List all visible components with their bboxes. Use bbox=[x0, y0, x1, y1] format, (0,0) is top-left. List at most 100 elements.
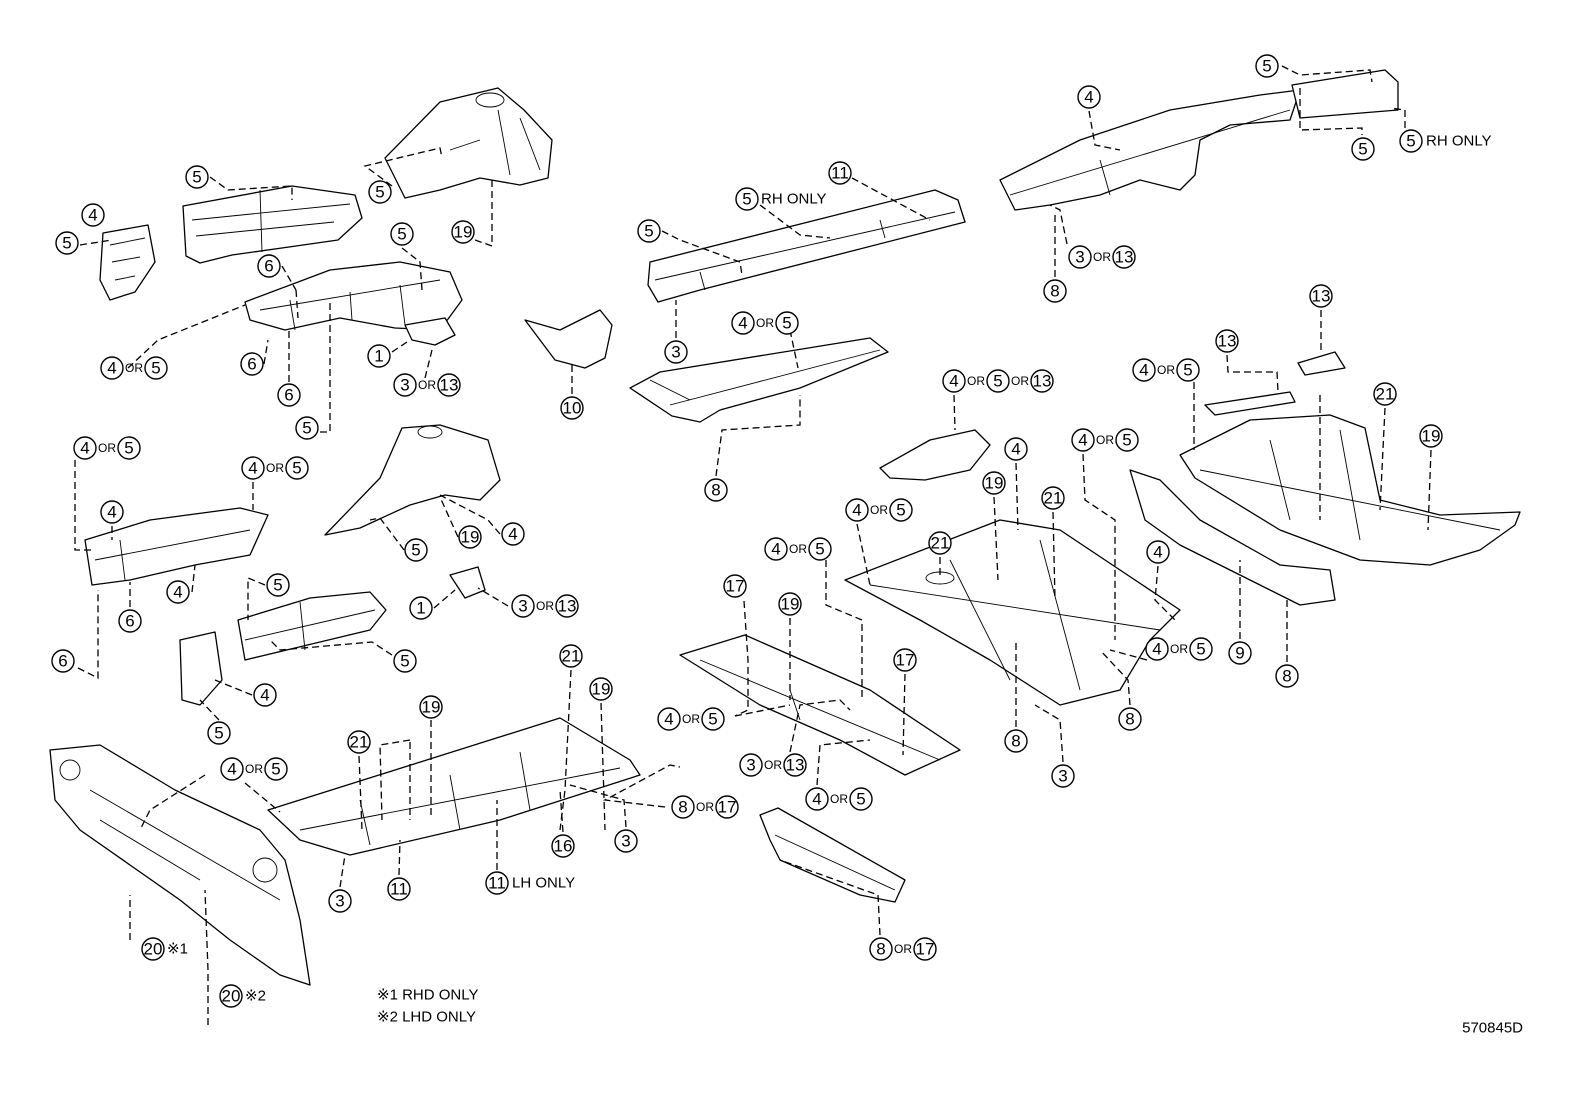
callout-21: 21 bbox=[347, 730, 371, 754]
callout-circle bbox=[266, 573, 290, 597]
callout-number: 5 bbox=[292, 459, 301, 478]
callout-circle bbox=[419, 695, 443, 719]
callout-8: 8 bbox=[1043, 279, 1067, 303]
callout-20: 20※2 bbox=[219, 984, 266, 1008]
callout-circle bbox=[328, 889, 352, 913]
leader-lines bbox=[74, 65, 1432, 1025]
callout-circle bbox=[783, 753, 807, 777]
callout-number: 5 bbox=[273, 576, 282, 595]
callout-number: 5 bbox=[815, 540, 824, 559]
callout-13: 13 bbox=[1309, 284, 1333, 308]
callout-number: 13 bbox=[1115, 248, 1134, 267]
diagram-code: 570845D bbox=[1462, 1020, 1523, 1037]
callout-circle bbox=[367, 344, 391, 368]
callout-circle bbox=[845, 498, 869, 522]
callout-circle bbox=[347, 730, 371, 754]
callout-number: 4 bbox=[1084, 88, 1093, 107]
callout-17: 17 bbox=[893, 648, 917, 672]
callout-number: 4 bbox=[173, 583, 182, 602]
callout-circle bbox=[1255, 54, 1279, 78]
callout-6: 6 bbox=[118, 609, 142, 633]
callout-8: 8 bbox=[704, 478, 728, 502]
callout-19: 19 bbox=[778, 592, 802, 616]
callout-circle bbox=[869, 937, 893, 961]
lh-only-part-number: 11 bbox=[488, 874, 506, 893]
part-front-member-upper bbox=[182, 185, 363, 264]
callout-number: 13 bbox=[440, 376, 459, 395]
callout-number: 4 bbox=[812, 790, 821, 809]
callout-11: 11 bbox=[387, 877, 411, 901]
callout-number: 5 bbox=[192, 168, 201, 187]
callout-circle bbox=[1419, 424, 1443, 448]
callout-suffix: RH ONLY bbox=[761, 191, 827, 208]
or-text: OR bbox=[764, 758, 782, 772]
callout-number: 9 bbox=[1235, 644, 1244, 663]
callout-circle bbox=[551, 834, 575, 858]
callout-circle bbox=[555, 594, 579, 618]
callout-3: 3 bbox=[664, 340, 688, 364]
part-front-floor-pan bbox=[267, 717, 641, 856]
part-bracket-small-left bbox=[99, 224, 156, 301]
callout-number: 17 bbox=[718, 798, 737, 817]
part-drawings bbox=[49, 69, 1521, 986]
callout-number: 5 bbox=[782, 314, 791, 333]
callout-circle bbox=[1004, 437, 1028, 461]
callout-number: 5 bbox=[993, 372, 1002, 391]
or-text: OR bbox=[756, 316, 774, 330]
callout-number: 13 bbox=[786, 756, 805, 775]
callout-19: 19 bbox=[1419, 424, 1443, 448]
callout-circle bbox=[849, 787, 873, 811]
callout-19: 19 bbox=[982, 471, 1006, 495]
callout-circle bbox=[723, 574, 747, 598]
callout-number: 3 bbox=[518, 597, 527, 616]
or-text: OR bbox=[1157, 363, 1175, 377]
callout-number: 5 bbox=[124, 439, 133, 458]
callout-circle bbox=[219, 984, 243, 1008]
part-rear-floor-pan bbox=[1179, 414, 1521, 566]
callout-21: 21 bbox=[559, 644, 583, 668]
callout-number: 3 bbox=[335, 892, 344, 911]
callout-circle bbox=[735, 187, 759, 211]
callout-number: 5 bbox=[375, 183, 384, 202]
callout-circle bbox=[511, 594, 535, 618]
callout-circle bbox=[501, 522, 525, 546]
callout-circle bbox=[404, 538, 428, 562]
callout-circle bbox=[207, 721, 231, 745]
callout-circle bbox=[409, 596, 433, 620]
or-text: OR bbox=[418, 378, 436, 392]
callout-number: 5 bbox=[1196, 640, 1205, 659]
callout-circle bbox=[1146, 540, 1170, 564]
callout-circle bbox=[764, 537, 788, 561]
callout-number: 20 bbox=[144, 940, 163, 959]
callout-number: 4 bbox=[88, 206, 97, 225]
callout-5: 5 bbox=[295, 416, 319, 440]
callout-circle bbox=[778, 592, 802, 616]
callout-number: 5 bbox=[896, 501, 905, 520]
callout-circle bbox=[437, 373, 461, 397]
part-tunnel bbox=[759, 807, 906, 903]
part-bracket-1 bbox=[404, 317, 456, 346]
callout-circle bbox=[118, 609, 142, 633]
callout-number: 5 bbox=[644, 222, 653, 241]
or-text: OR bbox=[696, 800, 714, 814]
callout-suffix: ※2 bbox=[245, 988, 266, 1005]
callout-circle bbox=[1275, 664, 1299, 688]
callout-13: 13 bbox=[1215, 329, 1239, 353]
callout-number: 19 bbox=[985, 474, 1004, 493]
callout-number: 6 bbox=[58, 652, 67, 671]
callout-number: 4 bbox=[1139, 361, 1148, 380]
callout-circle bbox=[657, 707, 681, 731]
callout-circle bbox=[393, 373, 417, 397]
callout-number: 19 bbox=[781, 595, 800, 614]
part-center-floor bbox=[679, 634, 961, 776]
callout-number: 13 bbox=[558, 597, 577, 616]
callout-circle bbox=[739, 753, 763, 777]
callout-circle bbox=[928, 531, 952, 555]
callout-circle bbox=[277, 383, 301, 407]
